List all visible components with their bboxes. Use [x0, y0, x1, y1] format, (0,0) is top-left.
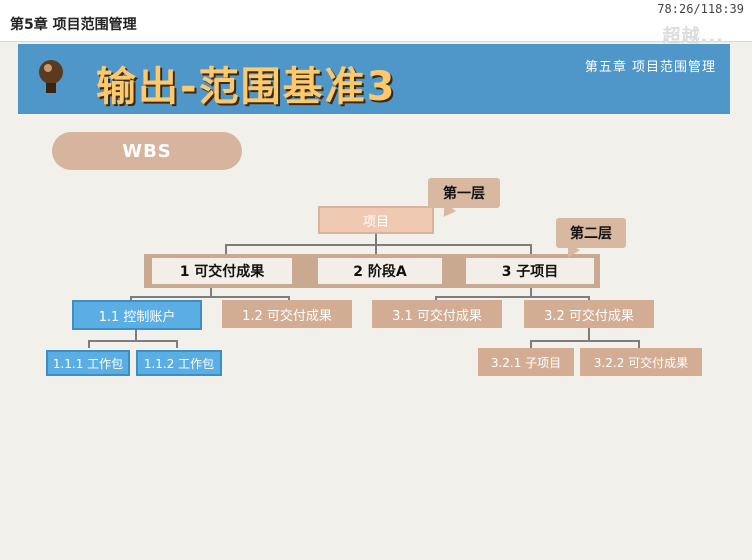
connector-root-down: [375, 234, 377, 244]
connector-l2-right-h: [435, 296, 590, 298]
wbs-label: WBS: [52, 132, 242, 170]
lightbulb-icon: [39, 60, 63, 93]
connector-l3-left-a: [88, 340, 90, 348]
title-banner: 输出-范围基准3 第五章 项目范围管理: [18, 44, 730, 114]
connector-l1-left: [225, 244, 227, 256]
wbs-node-3-2: 3.2 可交付成果: [524, 300, 654, 328]
connector-l3-right-h: [530, 340, 640, 342]
wbs-node-1: 1 可交付成果: [152, 258, 292, 284]
wbs-node-3: 3 子项目: [466, 258, 594, 284]
wbs-node-1-1-2: 1.1.2 工作包: [136, 350, 222, 376]
wbs-node-1-2: 1.2 可交付成果: [222, 300, 352, 328]
connector-l1-horizontal: [225, 244, 530, 246]
connector-l2-left-b: [288, 296, 290, 302]
connector-l2-left-down: [210, 288, 212, 296]
slide-subtitle: 第五章 项目范围管理: [584, 60, 716, 75]
wbs-node-1-1-1: 1.1.1 工作包: [46, 350, 130, 376]
callout-first-layer: 第一层: [428, 178, 500, 221]
slide-title: 输出-范围基准3: [96, 64, 397, 110]
connector-l3-left-b: [176, 340, 178, 348]
connector-l2-right-b: [588, 296, 590, 302]
wbs-node-1-1: 1.1 控制账户: [72, 300, 202, 330]
connector-l3-right-down: [588, 328, 590, 340]
callout-second-layer: 第二层: [556, 218, 626, 261]
connector-l3-right-b: [638, 340, 640, 348]
wbs-node-3-2-2: 3.2.2 可交付成果: [580, 348, 702, 376]
connector-l3-right-a: [530, 340, 532, 348]
connector-l3-left-h: [88, 340, 178, 342]
connector-l1-mid: [375, 244, 377, 256]
watermark: 超越...: [662, 26, 724, 47]
connector-l3-left-down: [135, 330, 137, 340]
wbs-node-2: 2 阶段A: [318, 258, 442, 284]
chapter-title: 第5章 项目范围管理: [10, 17, 137, 33]
callout-first-layer-label: 第一层: [443, 186, 485, 202]
connector-l2-left-a: [130, 296, 132, 302]
callout-second-layer-label: 第二层: [570, 226, 612, 242]
connector-l2-left-h: [130, 296, 290, 298]
connector-l2-right-a: [435, 296, 437, 302]
video-timestamp: 78:26/118:39: [657, 2, 744, 16]
wbs-node-3-2-1: 3.2.1 子项目: [478, 348, 574, 376]
connector-l1-right: [530, 244, 532, 256]
wbs-root-node: 项目: [318, 206, 434, 234]
callout-first-layer-tail: [437, 203, 457, 221]
connector-l2-right-down: [530, 288, 532, 296]
wbs-node-3-1: 3.1 可交付成果: [372, 300, 502, 328]
top-bar: 第5章 项目范围管理 78:26/118:39 超越...: [0, 0, 752, 47]
